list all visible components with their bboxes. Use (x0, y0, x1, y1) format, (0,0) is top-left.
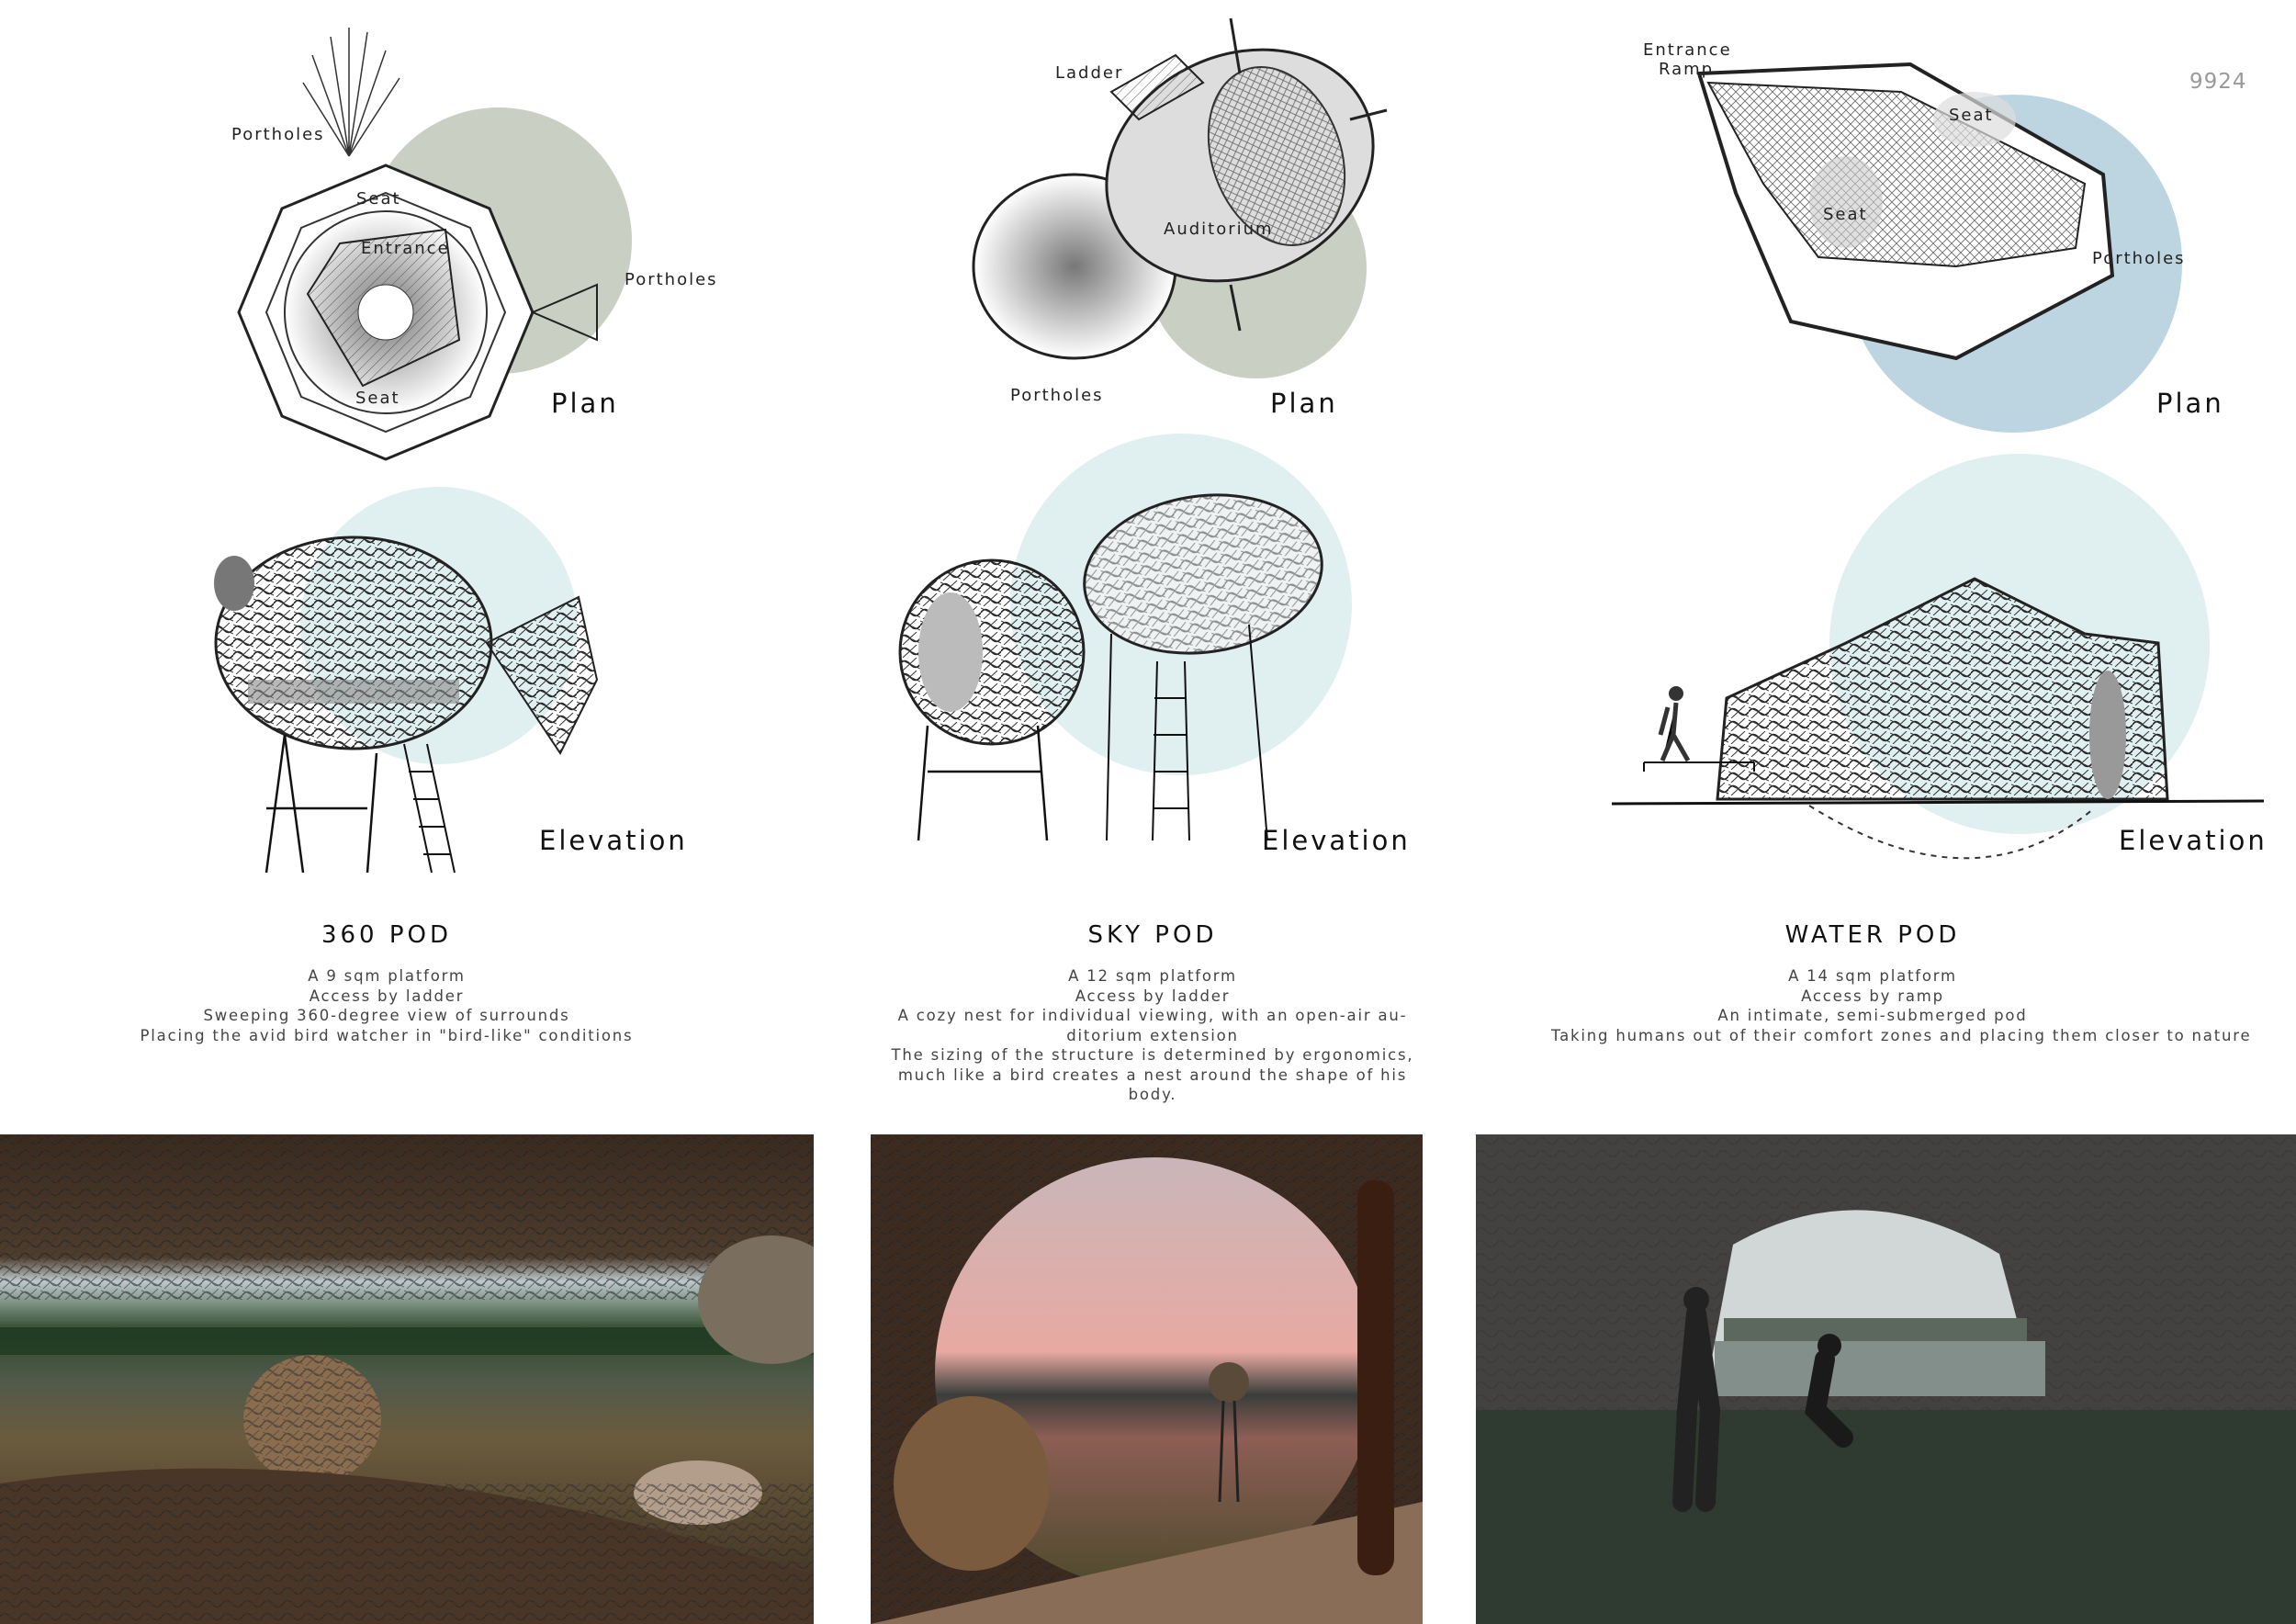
sky-pod-elevation-drawing (898, 493, 1323, 841)
elevation-label: Elevation (1262, 825, 1411, 856)
plan-label: Plan (1270, 388, 1338, 419)
annotation-entrance: Entrance (361, 239, 450, 258)
annotation-portholes: Portholes (2092, 249, 2186, 268)
description-line: The sizing of the structure is determine… (891, 1046, 1414, 1064)
annotation-seat: Seat (356, 189, 401, 209)
pod-title: WATER POD (1784, 921, 1961, 949)
annotation-ramp: Ramp (1659, 60, 1715, 79)
plan-label: Plan (551, 388, 619, 419)
description-line: Access by ladder (1075, 987, 1231, 1005)
elevation-label: Elevation (539, 825, 688, 856)
render-360-pod-interior (0, 1134, 814, 1624)
branch-tuft (302, 28, 400, 157)
description-line: A cozy nest for individual viewing, with… (897, 1007, 1408, 1024)
description-line: Placing the avid bird watcher in "bird-l… (140, 1026, 634, 1044)
annotation-auditorium: Auditorium (1164, 220, 1274, 239)
sky-pod-plan-drawing (972, 17, 1388, 360)
water-pod-plan-drawing (1696, 62, 2115, 361)
pod-title: 360 POD (321, 921, 453, 949)
annotation-portholes: Portholes (231, 125, 325, 144)
description-line: Access by ladder (309, 987, 465, 1005)
annotation-entrance: Entrance (1643, 40, 1732, 60)
pod-description: A 9 sqm platform Access by ladder Sweepi… (65, 966, 708, 1045)
render-sky-pod-interior (871, 1134, 1423, 1624)
description-line: A 9 sqm platform (308, 967, 466, 985)
description-line: body. (1128, 1086, 1177, 1103)
description-line: Access by ramp (1801, 987, 1944, 1005)
description-line: An intimate, semi-submerged pod (1717, 1007, 2028, 1024)
pod-title: SKY POD (1087, 921, 1218, 949)
elevation-label: Elevation (2119, 825, 2268, 856)
description-line: Sweeping 360-degree view of surrounds (203, 1007, 570, 1024)
pod-description: A 12 sqm platform Access by ladder A coz… (831, 966, 1474, 1105)
water-pod-elevation-drawing (1611, 577, 2265, 860)
description-line: A 14 sqm platform (1788, 967, 1957, 985)
render-water-pod-interior (1476, 1134, 2296, 1624)
pod-360-elevation-drawing (214, 536, 599, 874)
description-line: ditorium extension (1066, 1026, 1239, 1044)
octagon-plan-drawing (237, 164, 598, 461)
annotation-seat: Seat (1949, 106, 1994, 125)
page-number: 9924 (2189, 70, 2247, 94)
annotation-seat: Seat (1823, 205, 1868, 224)
plan-label: Plan (2156, 388, 2224, 419)
pod-description: A 14 sqm platform Access by ramp An inti… (1551, 966, 2252, 1045)
annotation-portholes: Portholes (1010, 386, 1104, 405)
description-line: Taking humans out of their comfort zones… (1551, 1026, 2252, 1044)
description-line: much like a bird creates a nest around t… (897, 1066, 1408, 1084)
annotation-seat: Seat (355, 389, 400, 408)
annotation-portholes: Portholes (625, 270, 718, 289)
annotation-ladder: Ladder (1055, 63, 1124, 83)
description-line: A 12 sqm platform (1068, 967, 1237, 985)
